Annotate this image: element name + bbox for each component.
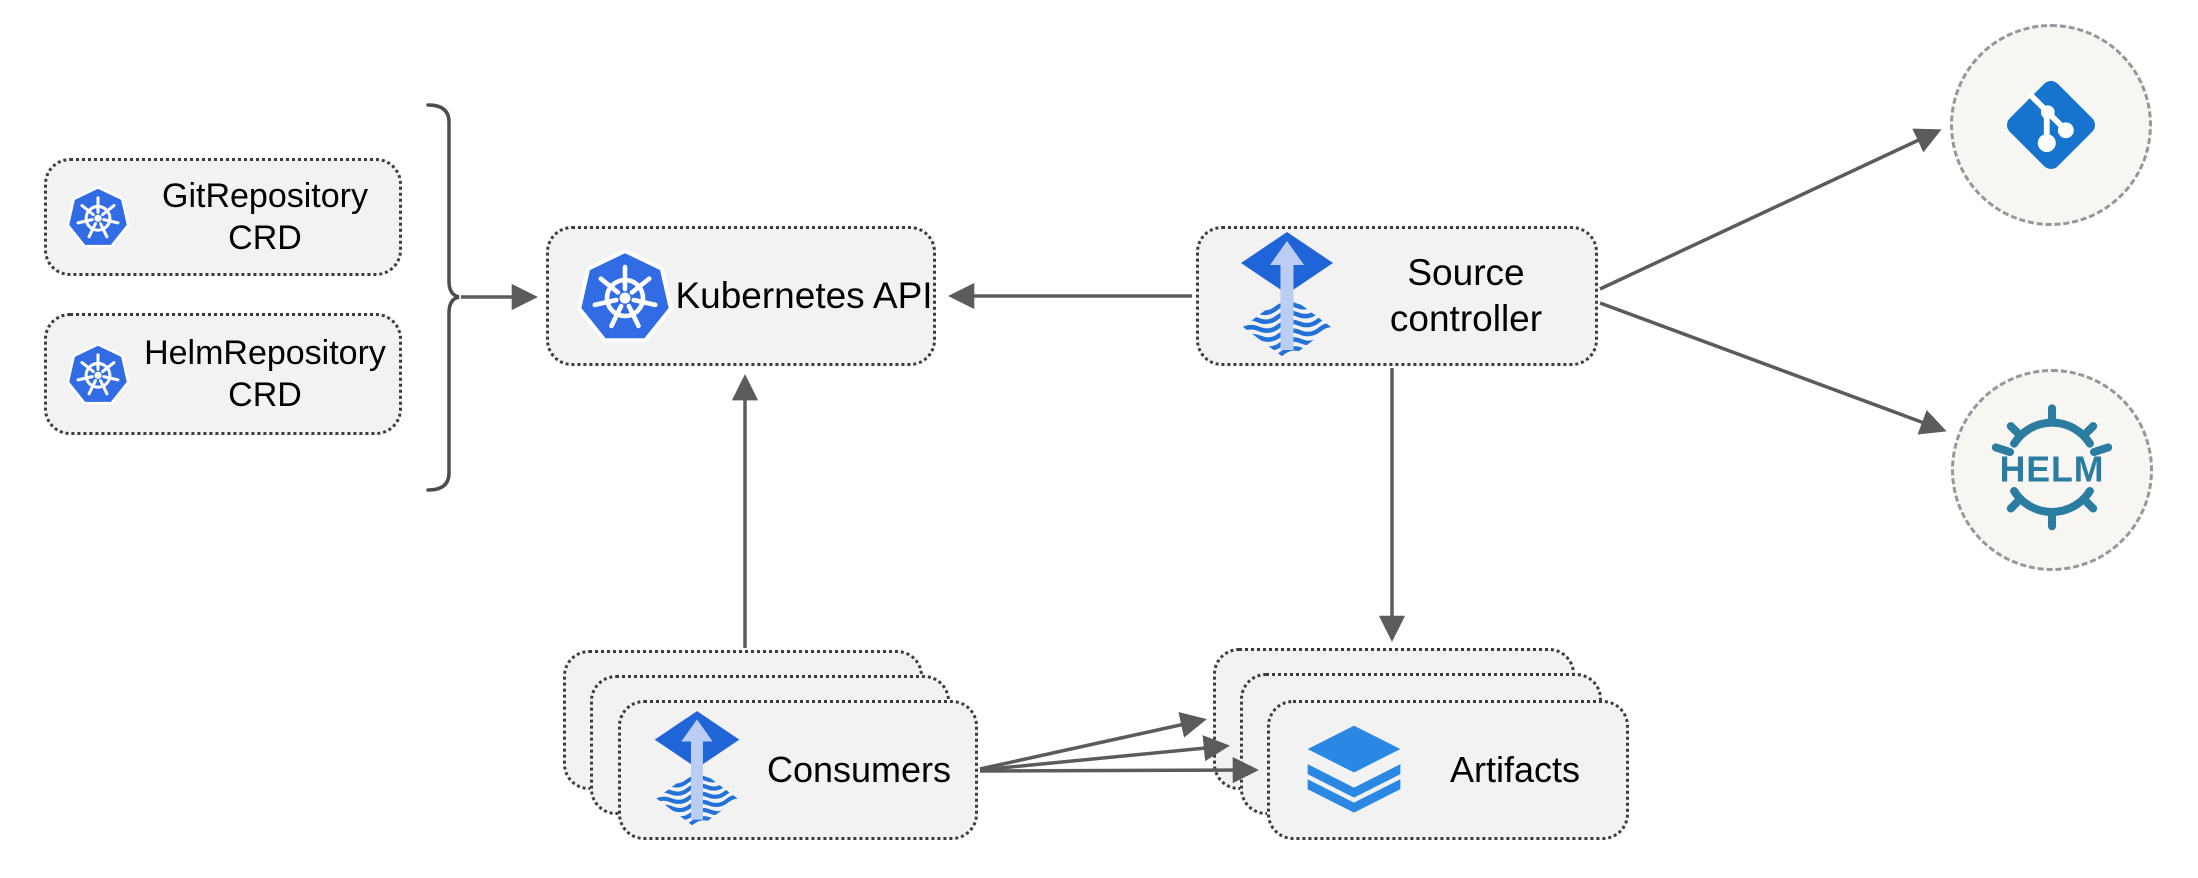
- node-label: Source controller: [1337, 250, 1595, 342]
- kubernetes-icon: [66, 342, 130, 405]
- label-line: CRD: [228, 376, 302, 414]
- label-line: Consumers: [766, 749, 952, 790]
- edge-source-to-git: [1599, 128, 1942, 291]
- helm-icon: HELM: [1991, 404, 2113, 531]
- node-label: Artifacts: [1404, 749, 1626, 791]
- label-line: CRD: [228, 219, 302, 257]
- label-line: controller: [1389, 298, 1543, 339]
- kubernetes-icon: [66, 185, 130, 248]
- node-git-repository-crd: GitRepository CRD: [44, 158, 402, 276]
- edge-consumers-to-artifacts-middle: [979, 735, 1230, 772]
- kubernetes-icon: [577, 248, 673, 343]
- node-artifacts: Artifacts: [1267, 700, 1629, 840]
- edge-consumers-to-artifacts-back: [979, 711, 1207, 771]
- node-label: Kubernetes API: [675, 275, 933, 317]
- helm-logo-text: HELM: [2000, 450, 2105, 490]
- node-kubernetes-api: Kubernetes API: [546, 226, 936, 366]
- git-icon: [2006, 80, 2096, 170]
- crd-bracket: [426, 103, 460, 492]
- label-line: Artifacts: [1449, 749, 1581, 790]
- node-label: Consumers: [743, 749, 975, 791]
- label-line: GitRepository: [162, 177, 368, 215]
- layers-icon: [1307, 725, 1401, 813]
- node-helm-repository-crd: HelmRepository CRD: [44, 313, 402, 435]
- flux-icon: [654, 711, 740, 829]
- node-label: HelmRepository CRD: [131, 332, 399, 416]
- node-consumers: Consumers: [618, 700, 978, 840]
- node-label: GitRepository CRD: [131, 175, 399, 259]
- label-line: HelmRepository: [144, 334, 386, 372]
- node-source-controller: Source controller: [1196, 226, 1598, 366]
- label-line: Source: [1407, 252, 1525, 293]
- flux-icon: [1241, 232, 1333, 360]
- edge-source-to-helm: [1599, 301, 1947, 435]
- node-helm-remote: HELM: [1951, 369, 2153, 571]
- label-line: Kubernetes API: [675, 275, 933, 316]
- node-git-remote: [1950, 24, 2152, 226]
